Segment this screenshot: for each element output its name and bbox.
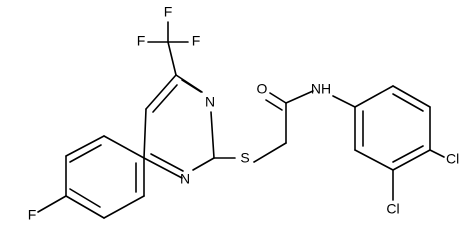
pyrimidine-ring <box>143 74 215 179</box>
bond-pyr-c4-n3-double <box>181 79 202 93</box>
bond-dcp-1 <box>354 85 394 108</box>
atom-o: O <box>257 81 268 97</box>
bond-pyr-c5-c4 <box>145 74 177 110</box>
bond-aryl-3 <box>65 195 105 219</box>
atom-f-aryl: F <box>28 207 37 223</box>
bond-aryl-4 <box>103 195 145 219</box>
atom-cl-lower: Cl <box>386 201 399 217</box>
bond-pyr-c2-n1 <box>192 157 215 171</box>
bond-pyr-n3-c2 <box>210 111 215 159</box>
atom-f-right: F <box>192 33 201 49</box>
atom-cl-upper: Cl <box>446 151 459 167</box>
bond-nh-aryl <box>332 95 356 108</box>
bond-co-nh <box>285 90 314 104</box>
atom-s: S <box>240 150 249 166</box>
bond-aryl-3-double <box>69 188 101 208</box>
atom-labels: F F F N N S O NH Cl Cl F <box>28 4 460 223</box>
bond-aryl-f <box>37 195 67 213</box>
bond-aryl-1 <box>65 135 105 157</box>
atom-f-left: F <box>137 33 146 49</box>
bond-cf3-ring <box>167 41 177 76</box>
bond-dcp-cl-upper <box>429 149 445 158</box>
bond-co-o <box>269 92 287 104</box>
bond-pyr-aryl <box>103 135 145 159</box>
bond-s-ch2 <box>253 142 287 163</box>
cf3-group <box>147 21 189 76</box>
dichlorophenyl-ring <box>354 85 445 201</box>
bond-dcp-4-double <box>392 145 424 163</box>
bond-dcp-4 <box>392 149 431 171</box>
bond-pyr-n1-c6-double <box>150 153 184 172</box>
bond-pyr-c5-c4-double <box>152 84 178 113</box>
atom-n-pyrimidine-top: N <box>205 94 215 110</box>
atom-nh: NH <box>311 81 331 97</box>
atom-n-pyrimidine-bottom: N <box>180 171 190 187</box>
linker <box>213 90 356 163</box>
atom-f-top: F <box>164 4 173 20</box>
bond-dcp-2 <box>392 85 431 108</box>
fluorophenyl-ring <box>37 135 145 219</box>
bond-pyr-n1-c6 <box>143 157 183 179</box>
bond-dcp-5 <box>354 149 394 171</box>
bond-aryl-1-double <box>69 144 102 163</box>
bond-co-o-double <box>265 99 283 111</box>
bond-dcp-2-double <box>392 93 424 112</box>
bond-pyr-c6-c5 <box>143 108 147 159</box>
